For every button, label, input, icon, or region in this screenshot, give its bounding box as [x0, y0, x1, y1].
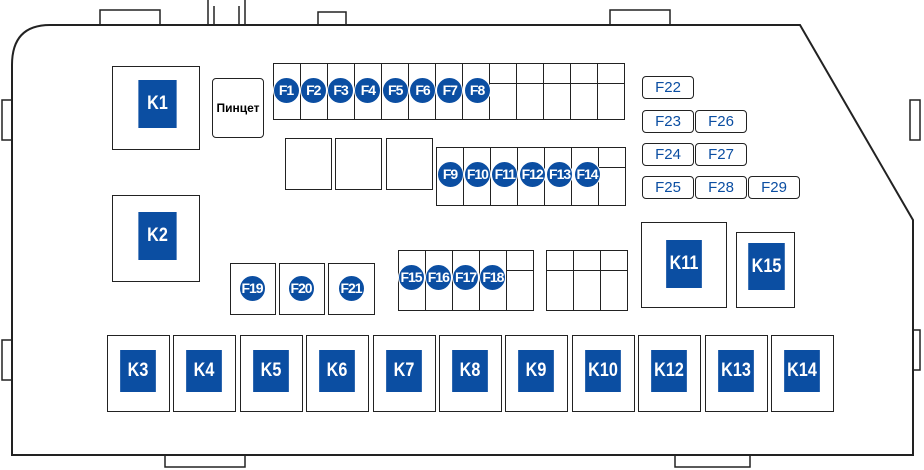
relay-k10: K10 [584, 350, 621, 392]
fuse-f9: F9 [436, 160, 464, 188]
fuse-f20: F20 [287, 274, 315, 302]
fuse-slot [506, 250, 534, 311]
relay-k12: K12 [651, 350, 688, 392]
fuse-f14: F14 [573, 160, 601, 188]
fuse-slot [285, 138, 332, 190]
relay-k9: K9 [518, 350, 555, 392]
fuse-slot [598, 147, 626, 206]
relay-k15: K15 [748, 243, 785, 290]
fuse-slot [597, 63, 625, 120]
slot-divider [547, 270, 573, 271]
slot-divider [544, 83, 570, 84]
fuse-f28: F28 [695, 176, 747, 199]
relay-k2: K2 [138, 212, 177, 260]
fuse-slot [573, 250, 601, 311]
relay-k10-housing [571, 335, 635, 412]
fuse-f27: F27 [695, 143, 747, 166]
fuse-f19: F19 [238, 274, 266, 302]
relay-k11: K11 [666, 240, 702, 288]
fuse-f24: F24 [642, 143, 694, 166]
slot-divider [599, 167, 625, 168]
slot-divider [507, 270, 533, 271]
relay-k4-housing [173, 335, 237, 412]
slot-divider [571, 83, 597, 84]
fuse-f5: F5 [381, 76, 409, 104]
fuse-f18: F18 [479, 263, 507, 291]
fuse-f21: F21 [337, 274, 365, 302]
fuse-f17: F17 [452, 263, 480, 291]
fuse-slot [546, 250, 574, 311]
fuse-f15: F15 [397, 263, 425, 291]
slot-divider [490, 83, 516, 84]
fuse-f13: F13 [546, 160, 574, 188]
fuse-f1: F1 [272, 76, 300, 104]
slot-divider [601, 270, 627, 271]
fuse-slot [386, 138, 433, 190]
tweezer-slot: Пинцет [212, 78, 264, 138]
fuse-f3: F3 [327, 76, 355, 104]
relay-k7: K7 [385, 350, 422, 392]
relay-k4: K4 [186, 350, 223, 392]
fuse-f23: F23 [642, 110, 694, 133]
fuse-slot [543, 63, 571, 120]
fuse-slot [516, 63, 544, 120]
relay-k14: K14 [784, 350, 820, 392]
fuse-f6: F6 [409, 76, 436, 104]
relay-k6: K6 [319, 350, 356, 392]
relay-k1: K1 [138, 80, 177, 128]
fuse-f2: F2 [299, 76, 327, 104]
slot-divider [517, 83, 543, 84]
slot-divider [574, 270, 600, 271]
relay-k5: K5 [252, 350, 289, 392]
fuse-f12: F12 [518, 160, 546, 188]
fuse-f16: F16 [424, 263, 452, 291]
fuse-f26: F26 [695, 110, 747, 133]
fuse-slot [335, 138, 382, 190]
relay-k13: K13 [717, 350, 754, 392]
fuse-slot [600, 250, 628, 311]
fuse-f22: F22 [642, 76, 694, 99]
fuse-f11: F11 [491, 160, 519, 188]
slot-divider [598, 83, 624, 84]
relay-k6-housing [306, 335, 370, 412]
fuse-slot [570, 63, 598, 120]
relay-k8: K8 [452, 350, 488, 392]
fuse-slot [489, 63, 517, 120]
relay-k3: K3 [120, 350, 156, 392]
fuse-f4: F4 [354, 76, 382, 104]
fuse-f25: F25 [642, 176, 694, 199]
fuse-f7: F7 [436, 76, 464, 104]
fuse-f29: F29 [748, 176, 800, 199]
fuse-f10: F10 [463, 160, 491, 188]
fuse-f8: F8 [463, 76, 491, 104]
